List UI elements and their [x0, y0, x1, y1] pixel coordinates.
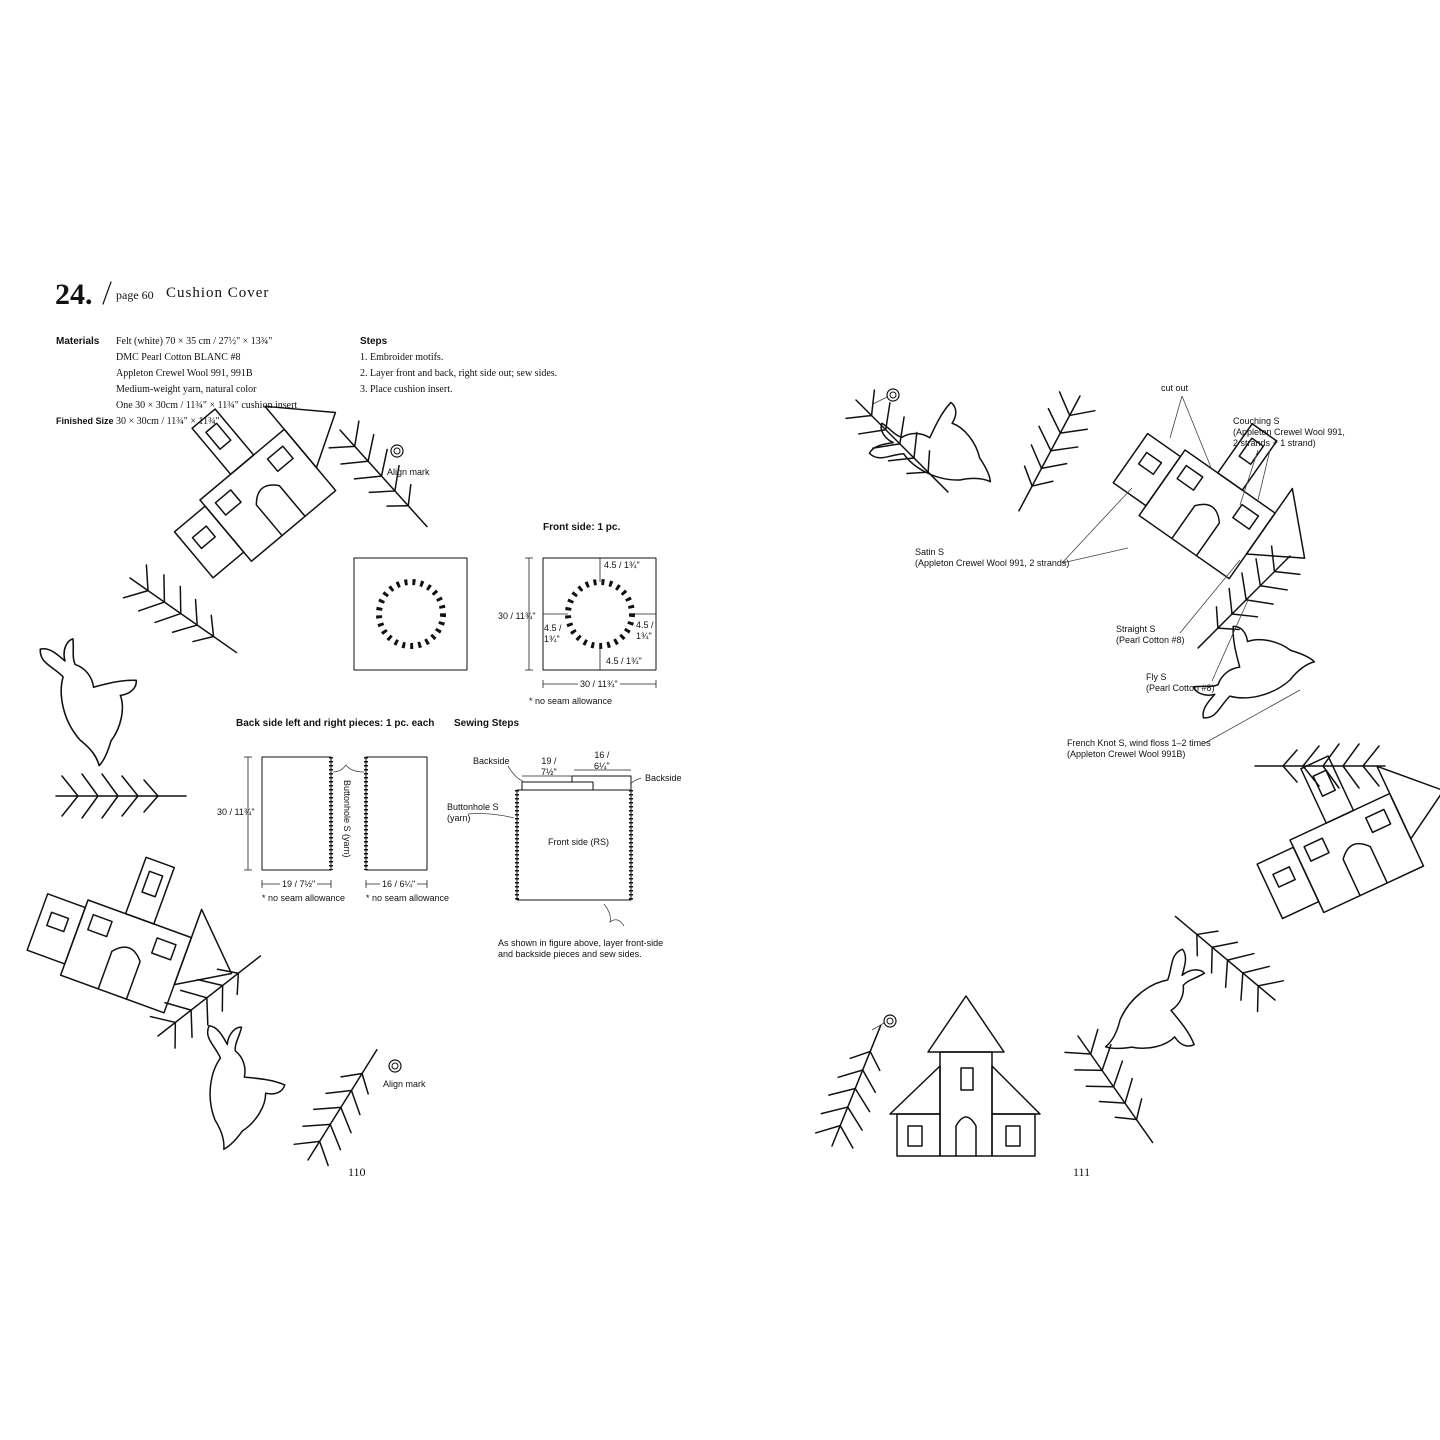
materials-item: One 30 × 30cm / 11¾" × 11¾" cushion inse…	[116, 400, 298, 411]
materials-label: Materials	[56, 336, 100, 347]
front-side-title: Front side: 1 pc.	[543, 522, 621, 533]
sewing-dim-16: 16 / 6¼"	[594, 750, 610, 771]
house-motif	[1105, 377, 1352, 609]
tree-branch-motif	[143, 937, 275, 1055]
callout-straight: Straight S (Pearl Cotton #8)	[1116, 624, 1185, 645]
callout-french-knot: French Knot S, wind floss 1–2 times (App…	[1067, 738, 1211, 759]
no-seam-note: * no seam allowance	[366, 893, 450, 903]
house-motif	[22, 829, 260, 1031]
align-mark-icon	[883, 1014, 897, 1028]
back-side-title: Back side left and right pieces: 1 pc. e…	[236, 718, 435, 729]
buttonhole-yarn-label: Buttonhole S (yarn)	[342, 780, 352, 858]
materials-item: Felt (white) 70 × 35 cm / 27½" × 13¾"	[116, 336, 273, 347]
steps-label: Steps	[360, 336, 388, 347]
tree-branch-motif	[55, 773, 187, 819]
tree-branch-motif	[839, 383, 965, 509]
rabbit-motif	[1104, 942, 1208, 1057]
rabbit-motif	[156, 1009, 296, 1151]
page-title: Cushion Cover	[166, 285, 270, 301]
step-item: 1. Embroider motifs.	[360, 352, 444, 363]
tree-branch-motif	[998, 384, 1101, 522]
align-mark-label: Align mark	[383, 1079, 426, 1089]
back-dim-right-width: 16 / 6¼"	[380, 879, 418, 890]
callout-cut-out: cut out	[1161, 383, 1189, 393]
finished-size-value: 30 × 30cm / 11¾" × 11¾"	[116, 416, 220, 427]
front-rs-label: Front side (RS)	[548, 837, 610, 847]
front-dim-height: 30 / 11¾"	[498, 611, 536, 621]
tree-branch-motif	[1254, 743, 1386, 789]
callout-fly: Fly S (Pearl Cotton #8)	[1146, 672, 1215, 693]
callout-couching: Couching S (Appleton Crewel Wool 991, 2 …	[1233, 416, 1345, 448]
backside-label: Backside	[645, 773, 682, 783]
page-number-left: 110	[348, 1165, 366, 1179]
tree-branch-motif	[1059, 1022, 1172, 1156]
callout-leaders	[1061, 395, 1301, 744]
back-dim-height: 30 / 11¾"	[217, 807, 255, 817]
rabbit-motif	[3, 626, 150, 767]
buttonhole-label: Buttonhole S (yarn)	[447, 802, 499, 823]
materials-item: Appleton Crewel Wool 991, 991B	[116, 368, 253, 379]
back-dim-left-width: 19 / 7½"	[280, 879, 318, 890]
rabbit-motif	[860, 394, 992, 519]
materials-item: Medium-weight yarn, natural color	[116, 384, 257, 395]
step-item: 3. Place cushion insert.	[360, 384, 453, 395]
tree-branch-motif	[810, 1016, 902, 1155]
front-dim-left: 4.5 / 1¾"	[544, 623, 562, 644]
sewing-note: As shown in figure above, layer front-si…	[498, 938, 664, 959]
backside-label: Backside	[473, 756, 510, 766]
step-item: 2. Layer front and back, right side out;…	[360, 368, 558, 379]
align-mark-label: Align mark	[387, 467, 430, 477]
materials-item: DMC Pearl Cotton BLANC #8	[116, 352, 241, 363]
front-dim-width: 30 / 11¾"	[578, 679, 620, 690]
church-motif	[889, 995, 1041, 1157]
tree-branch-motif	[116, 559, 250, 672]
tree-branch-motif	[288, 1037, 397, 1173]
pattern-number: 24.	[55, 278, 93, 311]
align-mark-icon	[388, 1059, 402, 1073]
page-number-right: 111	[1073, 1165, 1091, 1179]
align-mark-icon	[886, 388, 900, 402]
no-seam-note: * no seam allowance	[529, 696, 613, 706]
no-seam-note: * no seam allowance	[262, 893, 346, 903]
page-reference: page 60	[116, 288, 154, 302]
align-mark-icon	[390, 444, 404, 458]
front-dim-right: 4.5 / 1¾"	[636, 620, 654, 641]
front-dim-bottom: 4.5 / 1¾"	[606, 656, 642, 666]
sewing-dim-19: 19 / 7½"	[541, 756, 557, 777]
sewing-steps-title: Sewing Steps	[454, 718, 520, 729]
tree-branch-motif	[322, 414, 445, 543]
finished-size-label: Finished Size	[56, 416, 114, 426]
front-dim-top: 4.5 / 1¾"	[604, 560, 640, 570]
callout-satin: Satin S (Appleton Crewel Wool 991, 2 str…	[915, 547, 1070, 568]
